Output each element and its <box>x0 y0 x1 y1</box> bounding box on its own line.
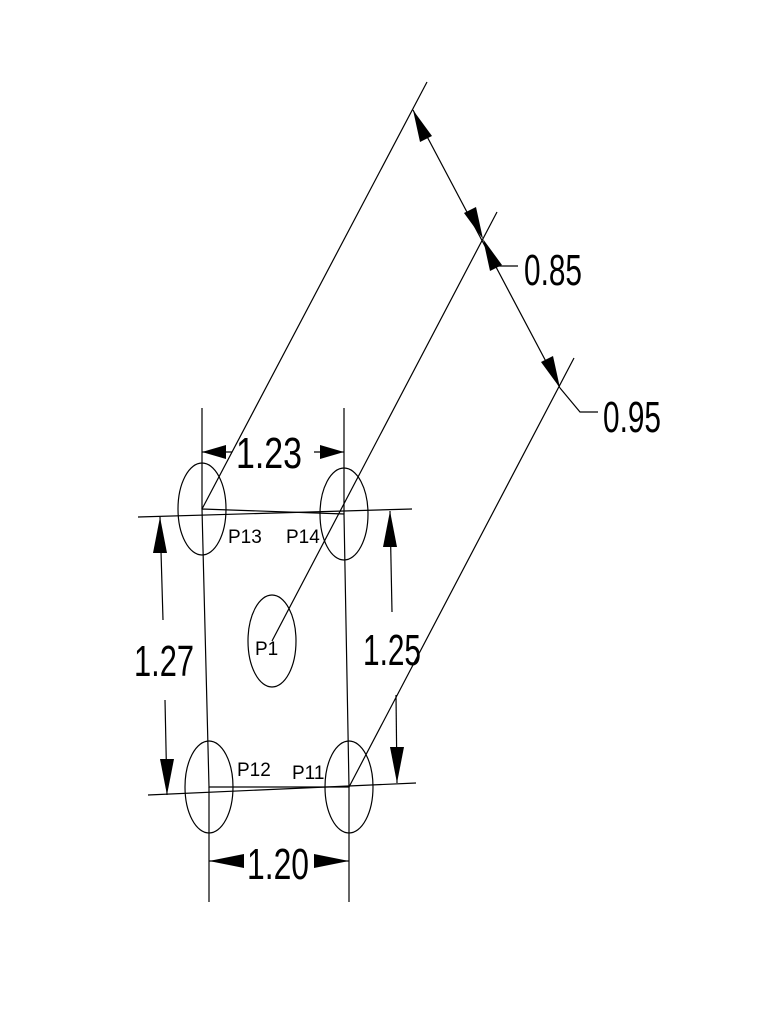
left-height-arrow-bottom <box>160 759 174 795</box>
dim-bottom-width: 1.20 <box>247 840 309 889</box>
offset-arrow-1 <box>413 110 432 142</box>
label-p12: P12 <box>237 760 271 781</box>
right-height-arrow-top <box>383 511 397 547</box>
label-p14: P14 <box>286 527 320 548</box>
offset-arrow-4 <box>541 356 560 388</box>
label-p13: P13 <box>228 527 262 548</box>
hole-p1 <box>247 594 297 688</box>
slant-line-p13 <box>201 81 428 510</box>
label-p11: P11 <box>292 763 324 784</box>
bottom-width-arrow-right <box>314 854 349 868</box>
label-p1: P1 <box>255 639 278 660</box>
extension-line-bottom <box>147 782 417 796</box>
leader-lower <box>559 387 598 413</box>
right-height-arrow-bottom <box>390 747 404 783</box>
left-height-arrow-top <box>153 517 167 553</box>
offset-arrow-2 <box>464 207 483 239</box>
top-width-arrow-right <box>320 445 344 459</box>
dim-offset-upper: 0.85 <box>524 246 582 295</box>
offset-arrow-3 <box>483 239 502 271</box>
slant-line-p1 <box>271 211 498 642</box>
dim-offset-lower: 0.95 <box>603 393 661 442</box>
bottom-width-arrow-left <box>209 854 244 868</box>
extension-line-top <box>137 508 413 518</box>
slant-line-p11 <box>348 357 575 788</box>
dim-top-width: 1.23 <box>236 429 302 478</box>
top-width-arrow-left <box>202 445 226 459</box>
dim-left-height: 1.27 <box>134 637 194 686</box>
dim-right-height: 1.25 <box>363 626 421 675</box>
